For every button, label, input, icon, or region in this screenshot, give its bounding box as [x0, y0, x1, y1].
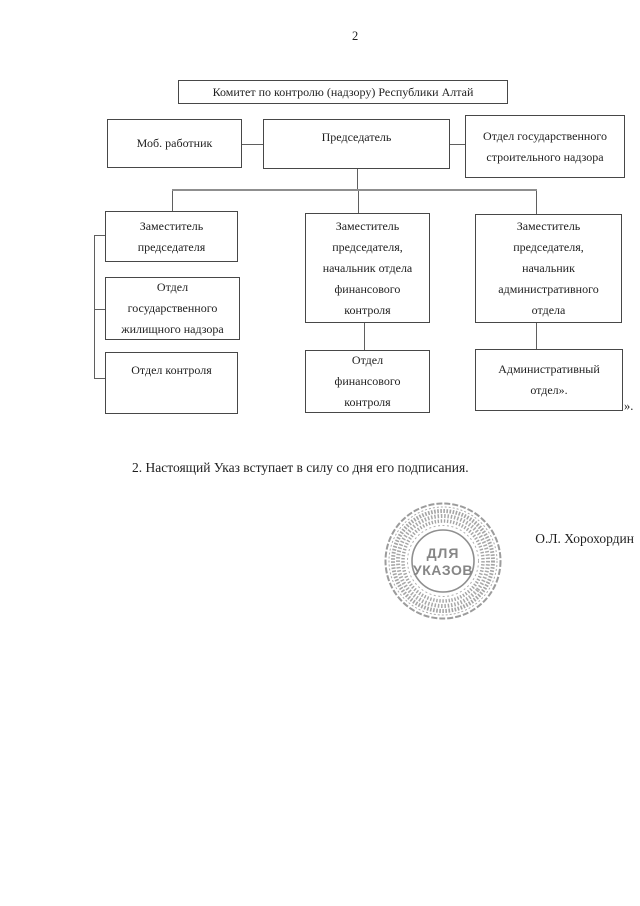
org-node-label: Комитет по контролю (надзору) Республики… — [212, 84, 474, 99]
org-node-label: Заместитель председателя — [137, 218, 206, 254]
org-node-label: Отдел контроля — [131, 363, 212, 377]
org-node-label: Заместитель председателя, начальник отде… — [322, 218, 413, 317]
connector-bracket-stub-top — [94, 235, 105, 236]
closing-quote-mark: ». — [624, 399, 634, 413]
seal-microtext-ring-inner — [401, 519, 485, 603]
seal-microtext-ring-middle — [396, 514, 490, 608]
seal-inner-circle — [411, 529, 475, 593]
seal-ring-line — [388, 506, 498, 616]
connector-mob-chairman — [242, 144, 263, 145]
org-node-chairman: Председатель — [263, 119, 450, 169]
org-node-housing-supervision-dept: Отдел государственного жилищного надзора — [105, 277, 240, 340]
org-node-deputy-chairman-administrative: Заместитель председателя, начальник адми… — [475, 214, 622, 323]
connector-distribution-line — [172, 189, 537, 191]
connector-drop-left — [172, 191, 173, 211]
connector-chairman-stem — [357, 169, 358, 190]
seal-text-line2: УКАЗОВ — [413, 562, 473, 578]
org-node-administrative-dept: Административный отдел». — [475, 349, 623, 411]
org-node-committee-title: Комитет по контролю (надзору) Республики… — [178, 80, 508, 104]
org-node-control-dept: Отдел контроля — [105, 352, 238, 414]
connector-left-bracket — [94, 235, 95, 379]
org-node-label: Моб. работник — [136, 136, 213, 150]
org-node-label: Отдел финансового контроля — [334, 353, 401, 409]
connector-finance-dept — [364, 323, 365, 350]
connector-administrative-dept — [536, 323, 537, 349]
signature-name: О.Л. Хорохордин — [535, 531, 634, 546]
org-node-deputy-chairman: Заместитель председателя — [105, 211, 238, 262]
org-node-label: Отдел государственного строительного над… — [483, 128, 607, 164]
paragraph-text: 2. Настоящий Указ вступает в силу со дня… — [132, 460, 469, 475]
org-node-label: Административный отдел». — [498, 362, 600, 397]
connector-drop-center — [358, 191, 359, 213]
org-node-label: Отдел государственного жилищного надзора — [121, 280, 224, 336]
org-node-mob-worker: Моб. работник — [107, 119, 242, 168]
org-node-label: Заместитель председателя, начальник адми… — [498, 219, 599, 317]
connector-chairman-construction — [450, 144, 465, 145]
seal-ring-line — [407, 525, 479, 597]
connector-drop-right — [536, 191, 537, 214]
org-node-financial-control-dept: Отдел финансового контроля — [305, 350, 430, 413]
seal-outer-ring — [384, 502, 502, 620]
seal-microtext-ring-outer — [391, 509, 495, 613]
org-node-construction-supervision-dept: Отдел государственного строительного над… — [465, 115, 625, 178]
seal-text-line1: ДЛЯ — [427, 545, 460, 561]
connector-bracket-stub-middle — [95, 309, 105, 310]
org-node-label: Председатель — [321, 130, 392, 144]
page-number: 2 — [352, 29, 359, 43]
connector-bracket-stub-bottom — [95, 378, 105, 379]
official-seal-stamp: ДЛЯ УКАЗОВ — [384, 502, 502, 620]
org-node-deputy-chairman-finance: Заместитель председателя, начальник отде… — [305, 213, 430, 323]
